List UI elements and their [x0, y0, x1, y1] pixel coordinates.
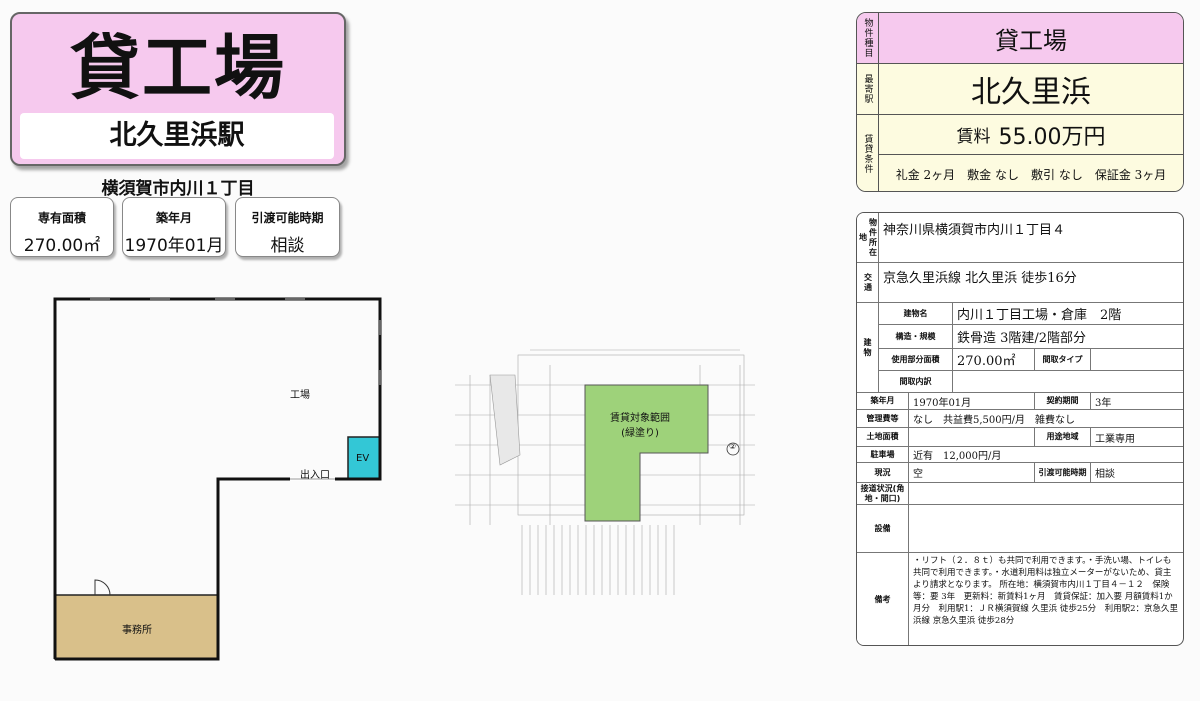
management-value: なし 共益費5,500円/月 雑費なし	[913, 415, 1075, 426]
drawing-svg	[455, 349, 755, 595]
entrance-label: 出入口	[300, 470, 330, 481]
station-side-label: 最寄駅	[857, 64, 879, 115]
stat-handover-value: 相談	[270, 236, 305, 256]
remarks-value: ・リフト（２．８ｔ）も共同で利用できます。・手洗い場、トイレも共同で利用できます…	[913, 556, 1179, 626]
row-facilities: 設備	[857, 505, 1183, 553]
built-value: 1970年01月	[909, 393, 1035, 409]
office-room	[54, 594, 219, 660]
rental-area-fill	[584, 384, 709, 522]
parking-value: 近有 12,000円/月	[913, 451, 1002, 462]
road-value	[909, 483, 1183, 504]
type-side-label: 物件種目	[857, 13, 879, 64]
parking-label: 駐車場	[857, 447, 909, 462]
built-label: 築年月	[857, 393, 909, 409]
structure-label: 構造・規模	[879, 325, 953, 348]
location-value: 神奈川県横須賀市内川１丁目４	[883, 223, 1066, 238]
station-name: 北久里浜駅	[20, 113, 334, 159]
current-value: 空	[909, 463, 1035, 482]
rent-row: 賃料 55.00万円	[879, 115, 1183, 155]
station-value: 北久里浜	[879, 64, 1183, 115]
remarks-label: 備考	[857, 553, 909, 645]
road-label: 接道状況(角地・間口)	[857, 483, 909, 504]
window-marks	[90, 298, 381, 385]
floor-plan: 工場 出入口 EV 事務所	[0, 290, 400, 670]
stat-handover-label: 引渡可能時期	[251, 211, 324, 225]
structure-value: 鉄骨造 3階建/2階部分	[957, 331, 1087, 346]
area-label: 使用部分面積	[879, 349, 953, 370]
row-land: 土地面積 用途地域 工業専用	[857, 428, 1183, 447]
factory-label: 工場	[290, 390, 310, 401]
stat-area-label: 専有面積	[37, 211, 86, 225]
rental-area-note: (緑塗り)	[621, 428, 659, 439]
row-parking: 駐車場 近有 12,000円/月	[857, 447, 1183, 463]
zoning-value: 工業専用	[1095, 433, 1135, 445]
stat-area: 専有面積 270.00㎡	[10, 197, 114, 257]
property-type-title: 貸工場	[70, 27, 286, 109]
terms-side-label: 賃貸条件	[857, 115, 879, 191]
row-area: 使用部分面積 270.00㎡ 間取タイプ	[879, 349, 1183, 371]
land-area-value	[909, 428, 1035, 446]
layout-type-label: 間取タイプ	[1035, 349, 1091, 370]
row-location: 物件所在地 神奈川県横須賀市内川１丁目４	[857, 213, 1183, 263]
contract-value: 3年	[1095, 397, 1112, 409]
rental-area-label: 賃貸対象範囲 (緑塗り)	[610, 409, 670, 439]
stat-built: 築年月 1970年01月	[122, 197, 226, 257]
office-label: 事務所	[122, 625, 152, 636]
transport-value: 京急久里浜線 北久里浜 徒歩16分	[883, 271, 1077, 286]
row-management: 管理費等 なし 共益費5,500円/月 雑費なし	[857, 410, 1183, 428]
row-transport: 交通 京急久里浜線 北久里浜 徒歩16分	[857, 263, 1183, 303]
facilities-label: 設備	[857, 505, 909, 552]
type-value: 貸工場	[879, 13, 1183, 64]
door-swing	[94, 579, 111, 596]
row-building-name: 建物名 内川１丁目工場・倉庫 2階	[879, 303, 1183, 325]
rent-value: 55.00万円	[998, 124, 1106, 150]
floor-plan-drawing	[53, 297, 382, 661]
row-current: 現況 空 引渡可能時期 相談	[857, 463, 1183, 483]
architectural-drawing: 賃貸対象範囲 (緑塗り) ②	[450, 345, 760, 600]
handover-label: 引渡可能時期	[1035, 463, 1091, 482]
land-area-label: 土地面積	[857, 428, 909, 446]
management-label: 管理費等	[857, 410, 909, 427]
layout-label: 間取内訳	[879, 371, 953, 392]
building-name-label: 建物名	[879, 303, 953, 324]
row-remarks: 備考 ・リフト（２．８ｔ）も共同で利用できます。・手洗い場、トイレも共同で利用で…	[857, 553, 1183, 645]
location-label: 物件所在地	[857, 213, 879, 262]
stat-built-value: 1970年01月	[124, 236, 224, 256]
stat-handover: 引渡可能時期 相談	[235, 197, 340, 257]
stat-area-value: 270.00㎡	[23, 236, 101, 256]
current-label: 現況	[857, 463, 909, 482]
building-name-value: 内川１丁目工場・倉庫 2階	[957, 308, 1122, 323]
handover-value: 相談	[1095, 469, 1115, 480]
row-road: 接道状況(角地・間口)	[857, 483, 1183, 505]
zoning-label: 用途地域	[1035, 428, 1091, 446]
detail-table: 物件所在地 神奈川県横須賀市内川１丁目４ 交通 京急久里浜線 北久里浜 徒歩16…	[856, 212, 1184, 646]
drawing-marker: ②	[729, 442, 737, 451]
stat-built-label: 築年月	[155, 211, 192, 225]
building-label: 建物	[857, 303, 879, 393]
area-value: 270.00㎡	[953, 349, 1035, 370]
contract-label: 契約期間	[1035, 393, 1091, 409]
facilities-value	[909, 505, 1183, 552]
transport-label: 交通	[857, 263, 879, 302]
address-short: 横須賀市内川１丁目	[101, 179, 255, 199]
title-card: 貸工場 北久里浜駅	[10, 12, 346, 166]
layout-value	[953, 371, 1183, 392]
outer-wall	[53, 297, 382, 661]
elevator-label: EV	[356, 453, 370, 464]
row-built: 築年月 1970年01月 契約期間 3年	[857, 393, 1183, 410]
conditions: 礼金 2ヶ月 敷金 なし 敷引 なし 保証金 3ヶ月	[879, 155, 1183, 191]
rent-label: 賃料	[956, 127, 991, 147]
row-layout: 間取内訳	[879, 371, 1183, 393]
summary-card: 物件種目 貸工場 最寄駅 北久里浜 賃貸条件 賃料 55.00万円 礼金 2ヶ月…	[856, 12, 1184, 192]
row-structure: 構造・規模 鉄骨造 3階建/2階部分	[879, 325, 1183, 349]
rental-area-title: 賃貸対象範囲	[610, 413, 670, 424]
layout-type-value	[1091, 349, 1183, 370]
